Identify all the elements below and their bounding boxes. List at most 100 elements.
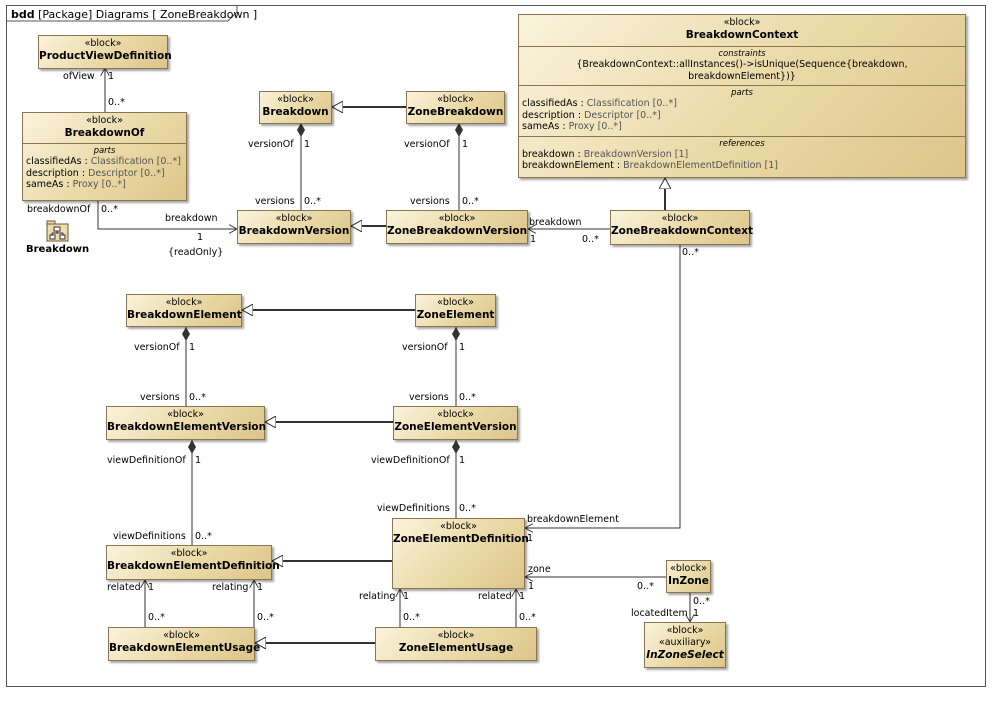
multiplicity-label: 1 xyxy=(257,582,264,593)
multiplicity-label: 1 xyxy=(197,232,204,243)
block-stereotype: «block» xyxy=(165,297,203,308)
block-zone-element-usage[interactable]: «block» ZoneElementUsage xyxy=(375,627,537,661)
block-stereotype: «block» xyxy=(163,630,200,641)
block-stereotype: «block» xyxy=(437,630,475,641)
block-zone-element-definition[interactable]: «block» ZoneElementDefinition xyxy=(392,518,529,589)
role-label: versionOf xyxy=(134,342,180,353)
multiplicity-label: 1 xyxy=(108,71,115,82)
multiplicity-label: 0..* xyxy=(459,503,476,514)
block-breakdown-version[interactable]: «block» BreakdownVersion xyxy=(237,210,351,244)
block-breakdown-context[interactable]: «block» BreakdownContext constraints {Br… xyxy=(518,14,966,178)
multiplicity-label: 0..* xyxy=(304,196,321,207)
assoc-breakdownof-breakdown xyxy=(97,200,237,229)
multiplicity-label: 1 xyxy=(195,455,202,466)
part-row: classifiedAs : Classification [0..*] xyxy=(522,98,677,109)
block-name: ZoneElementVersion xyxy=(394,421,517,433)
role-label: versions xyxy=(410,196,450,207)
block-in-zone[interactable]: «block» InZone xyxy=(666,560,711,593)
block-name: ProductViewDefinition xyxy=(39,50,172,62)
block-breakdown-element-version[interactable]: «block» BreakdownElementVersion xyxy=(106,406,267,440)
block-breakdown-element-definition[interactable]: «block» BreakdownElementDefinition xyxy=(106,545,280,580)
role-label: breakdownOf xyxy=(27,204,91,215)
role-label: zone xyxy=(528,564,551,575)
block-zone-element-version[interactable]: «block» ZoneElementVersion xyxy=(393,406,518,440)
diagram-kind: bdd xyxy=(11,8,35,21)
block-in-zone-select[interactable]: «block» «auxiliary» InZoneSelect xyxy=(644,622,726,668)
role-label: breakdown xyxy=(165,213,218,224)
references-compartment: references breakdown : BreakdownVersion … xyxy=(519,135,965,175)
block-name: ZoneElement xyxy=(416,309,495,321)
block-name: BreakdownContext xyxy=(685,29,799,41)
role-label: versionOf xyxy=(402,342,448,353)
block-breakdown-element-usage[interactable]: «block» BreakdownElementUsage xyxy=(108,627,260,661)
constraints-compartment: constraints {BreakdownContext::allInstan… xyxy=(519,46,965,85)
role-label: viewDefinitions xyxy=(113,531,186,542)
diagram-frame xyxy=(6,5,986,687)
assoc-zbcontext-breakdownelement xyxy=(525,245,681,528)
role-label: versions xyxy=(140,392,180,403)
block-name: ZoneElementDefinition xyxy=(393,533,529,545)
multiplicity-label: 0..* xyxy=(519,612,536,623)
package-diagram-icon[interactable] xyxy=(46,220,70,246)
multiplicity-label: 1 xyxy=(519,591,526,602)
compartment-title: parts xyxy=(93,146,116,156)
part-row: sameAs : Proxy [0..*] xyxy=(26,179,126,190)
block-name: BreakdownElementVersion xyxy=(107,421,267,433)
block-zone-breakdown-context[interactable]: «block» ZoneBreakdownContext xyxy=(610,210,753,245)
block-stereotype: «block» xyxy=(437,94,474,105)
parts-compartment: parts classifiedAs : Classification [0..… xyxy=(519,85,965,136)
role-label: breakdown xyxy=(529,217,582,228)
block-name: BreakdownVersion xyxy=(238,225,350,237)
multiplicity-label: 1 xyxy=(527,533,534,544)
multiplicity-label: 1 xyxy=(528,581,535,592)
block-stereotype: «block» xyxy=(670,563,707,574)
block-breakdown-element[interactable]: «block» BreakdownElement xyxy=(126,294,242,327)
multiplicity-label: 1 xyxy=(304,139,311,150)
multiplicity-label: 0..* xyxy=(637,581,654,592)
block-stereotype: «block» xyxy=(167,409,204,420)
block-stereotype: «block» xyxy=(437,297,474,308)
role-label: related xyxy=(478,591,512,602)
multiplicity-label: 0..* xyxy=(108,97,125,108)
part-row: classifiedAs : Classification [0..*] xyxy=(26,156,181,167)
block-stereotype: «block» xyxy=(170,548,208,559)
reference-row: breakdownElement : BreakdownElementDefin… xyxy=(522,160,778,171)
part-row: description : Descriptor [0..*] xyxy=(26,167,165,179)
role-label: relating xyxy=(212,582,249,593)
block-zone-breakdown[interactable]: «block» ZoneBreakdown xyxy=(406,91,505,124)
block-breakdown[interactable]: «block» Breakdown xyxy=(259,91,332,124)
role-label: locatedItem xyxy=(631,608,688,619)
role-label: breakdownElement xyxy=(527,514,619,525)
block-name: BreakdownOf xyxy=(64,127,145,139)
block-breakdown-of[interactable]: «block» BreakdownOf parts classifiedAs :… xyxy=(22,112,187,201)
constraint-text: {BreakdownContext::allInstances()->isUni… xyxy=(576,59,908,82)
block-zone-breakdown-version[interactable]: «block» ZoneBreakdownVersion xyxy=(386,210,528,244)
role-label: related xyxy=(107,582,141,593)
block-stereotype: «block» xyxy=(438,213,476,224)
role-label: ofView xyxy=(63,71,95,82)
role-label: viewDefinitions xyxy=(377,503,450,514)
diagram-title: [Package] Diagrams [ ZoneBreakdown ] xyxy=(38,8,258,21)
block-stereotype-auxiliary: «auxiliary» xyxy=(658,637,712,648)
part-row: sameAs : Proxy [0..*] xyxy=(522,121,622,132)
multiplicity-label: 1 xyxy=(148,582,155,593)
block-name: ZoneBreakdown xyxy=(407,106,504,118)
reference-row: breakdown : BreakdownVersion [1] xyxy=(522,148,689,160)
block-stereotype: «block» xyxy=(275,213,313,224)
block-product-view-definition[interactable]: «block» ProductViewDefinition xyxy=(38,35,172,69)
role-label: viewDefinitionOf xyxy=(371,455,450,466)
multiplicity-label: 0..* xyxy=(693,596,710,607)
block-name: ZoneElementUsage xyxy=(398,642,514,654)
multiplicity-label: 1 xyxy=(462,139,469,150)
role-label: relating xyxy=(359,591,396,602)
block-stereotype: «block» xyxy=(661,213,699,224)
block-zone-element[interactable]: «block» ZoneElement xyxy=(415,294,496,327)
multiplicity-label: 0..* xyxy=(682,247,699,258)
multiplicity-label: 1 xyxy=(189,342,196,353)
parts-compartment: parts classifiedAs : Classification [0..… xyxy=(23,143,186,194)
compartment-title: references xyxy=(719,138,765,149)
block-stereotype: «block» xyxy=(666,625,704,636)
package-diagram-name: Breakdown xyxy=(26,244,90,255)
multiplicity-label: 1 xyxy=(403,591,410,602)
